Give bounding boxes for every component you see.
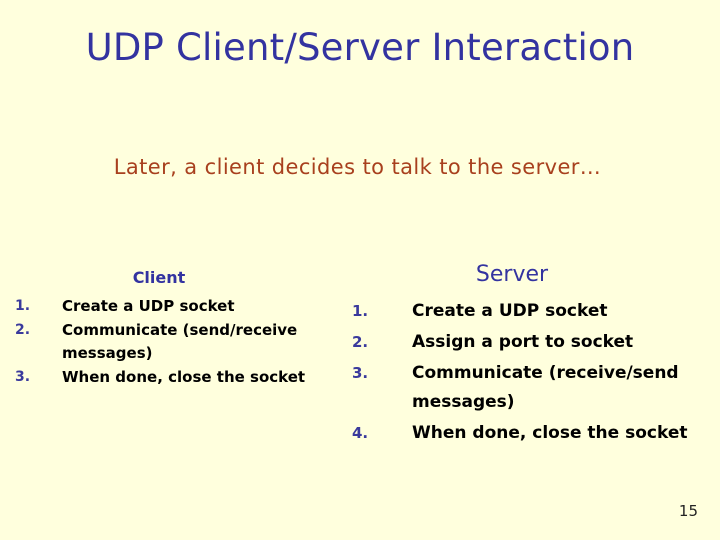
- step-text: Create a UDP socket: [62, 297, 235, 315]
- list-item: 3. Communicate (receive/send messages): [340, 359, 720, 417]
- page-title: UDP Client/Server Interaction: [85, 26, 635, 69]
- server-heading: Server: [475, 262, 549, 287]
- server-step-list: 1. Create a UDP socket 2. Assign a port …: [340, 297, 720, 448]
- step-number: 3.: [352, 364, 369, 382]
- server-column: Server 1. Create a UDP socket 2. Assign …: [340, 262, 720, 450]
- list-item: 1. Create a UDP socket: [0, 295, 340, 318]
- step-text: Create a UDP socket: [412, 301, 608, 321]
- step-text: Assign a port to socket: [412, 332, 634, 352]
- step-text: When done, close the socket: [412, 423, 688, 443]
- client-step-list: 1. Create a UDP socket 2. Communicate (s…: [0, 295, 340, 389]
- step-number: 1.: [15, 298, 31, 314]
- list-item: 4. When done, close the socket: [340, 419, 720, 448]
- step-number: 2.: [352, 333, 369, 351]
- step-text: Communicate (send/receive messages): [62, 321, 298, 362]
- step-number: 3.: [15, 369, 31, 385]
- list-item: 2. Assign a port to socket: [340, 328, 720, 357]
- step-number: 2.: [15, 322, 31, 338]
- list-item: 1. Create a UDP socket: [340, 297, 720, 326]
- step-number: 1.: [352, 302, 369, 320]
- step-text: Communicate (receive/send messages): [412, 363, 679, 412]
- list-item: 2. Communicate (send/receive messages): [0, 319, 340, 365]
- list-item: 3. When done, close the socket: [0, 366, 340, 389]
- step-number: 4.: [352, 424, 369, 442]
- client-heading: Client: [132, 268, 186, 287]
- step-text: When done, close the socket: [62, 368, 306, 386]
- client-column: Client 1. Create a UDP socket 2. Communi…: [0, 268, 340, 390]
- slide-subtitle: Later, a client decides to talk to the s…: [113, 155, 602, 179]
- page-number: 15: [678, 502, 698, 520]
